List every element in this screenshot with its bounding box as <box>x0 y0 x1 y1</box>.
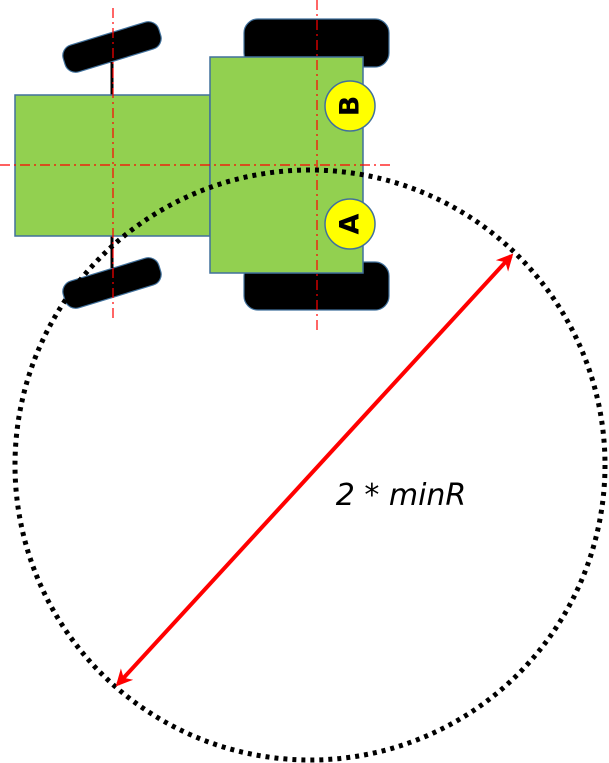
front-left-wheel <box>62 21 162 73</box>
marker-a-label: A <box>335 213 366 234</box>
diameter-arrow <box>115 253 514 687</box>
marker-a: A <box>324 198 376 250</box>
diameter-label: 2 * minR <box>336 478 467 513</box>
marker-b-label: B <box>335 96 366 117</box>
marker-b: B <box>324 80 376 132</box>
turning-circle <box>12 167 608 763</box>
